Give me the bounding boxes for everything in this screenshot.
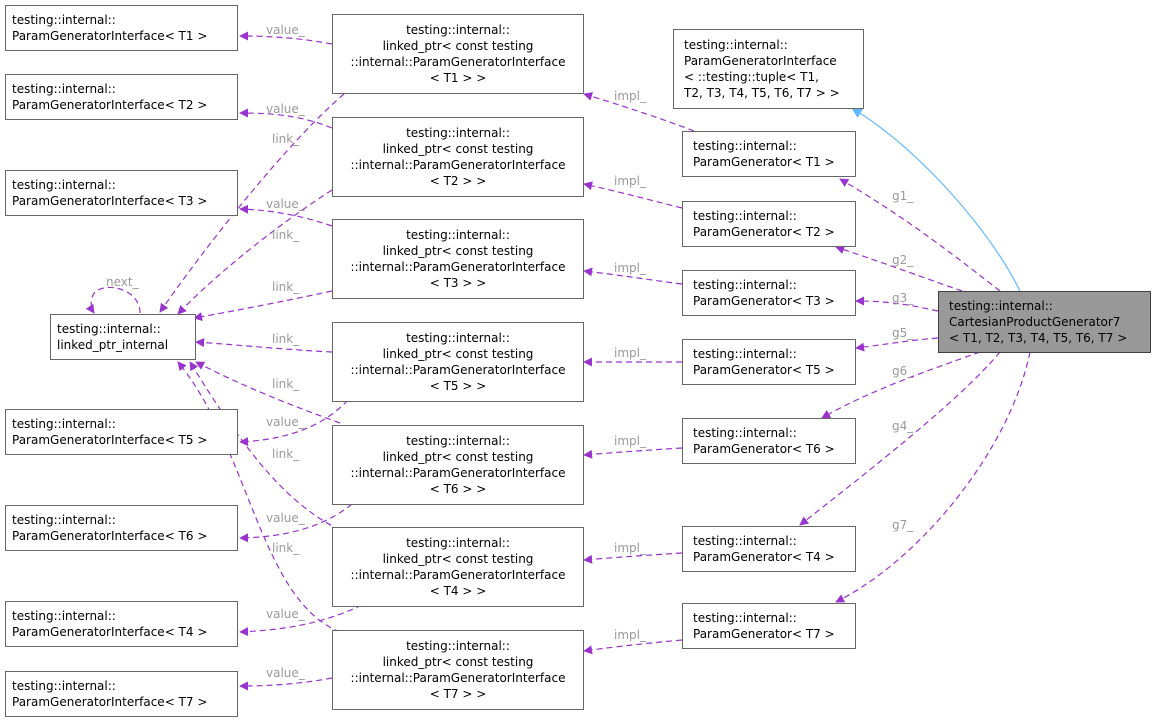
edge-label-g2: g2_ xyxy=(892,253,914,267)
node-param-generator-t3[interactable]: testing::internal::ParamGenerator< T3 > xyxy=(682,270,856,316)
edge-g7 xyxy=(835,351,1031,603)
edge-label-value-t5: value_ xyxy=(266,415,305,429)
edge-impl-t6 xyxy=(583,447,683,459)
edge-link-5 xyxy=(195,338,333,353)
node-param-generator-t4[interactable]: testing::internal::ParamGenerator< T4 > xyxy=(682,526,856,572)
edge-impl-t2 xyxy=(583,181,683,209)
node-linked-ptr-t2[interactable]: testing::internal::linked_ptr< const tes… xyxy=(332,117,584,197)
edge-label-value-t3: value_ xyxy=(266,197,305,211)
edge-g6 xyxy=(821,351,981,419)
edge-value-t1 xyxy=(239,31,333,45)
node-param-generator-t5[interactable]: testing::internal::ParamGenerator< T5 > xyxy=(682,339,856,385)
edge-label-g3: g3_ xyxy=(892,291,914,305)
edge-label-impl-t1: impl_ xyxy=(614,89,646,103)
edge-link-4 xyxy=(189,361,341,531)
node-param-generator-t2[interactable]: testing::internal::ParamGenerator< T2 > xyxy=(682,201,856,247)
edge-label-link-4: link_ xyxy=(272,447,300,461)
edge-g5 xyxy=(855,337,939,352)
edge-label-g6: g6_ xyxy=(892,364,914,378)
edge-value-t2 xyxy=(239,108,333,129)
edge-value-t6 xyxy=(239,503,353,543)
node-param-generator-t1[interactable]: testing::internal::ParamGenerator< T1 > xyxy=(682,131,856,177)
edge-label-value-t7: value_ xyxy=(266,666,305,680)
edge-label-g7: g7_ xyxy=(892,518,914,532)
edge-label-g5: g5_ xyxy=(892,326,914,340)
edge-g3 xyxy=(855,296,939,312)
node-param-generator-interface-t7[interactable]: testing::internal::ParamGeneratorInterfa… xyxy=(5,671,238,717)
edge-g1 xyxy=(839,178,1001,292)
edge-value-t3 xyxy=(239,204,333,227)
edge-label-impl-t6: impl_ xyxy=(614,434,646,448)
node-param-generator-interface-t5[interactable]: testing::internal::ParamGeneratorInterfa… xyxy=(5,409,238,455)
node-linked-ptr-t4[interactable]: testing::internal::linked_ptr< const tes… xyxy=(332,527,584,607)
edge-link-1 xyxy=(159,93,345,313)
node-param-generator-t6[interactable]: testing::internal::ParamGenerator< T6 > xyxy=(682,418,856,464)
edge-label-link-6: link_ xyxy=(272,377,300,391)
edge-label-impl-t2: impl_ xyxy=(614,174,646,188)
edge-label-impl-t3: impl_ xyxy=(614,261,646,275)
edge-label-g4: g4_ xyxy=(892,419,914,433)
edge-label-link-1: link_ xyxy=(272,132,300,146)
node-linked-ptr-internal[interactable]: testing::internal::linked_ptr_internal xyxy=(50,314,196,360)
edge-label-link-5: link_ xyxy=(272,332,300,346)
edge-label-value-t1: value_ xyxy=(266,23,305,37)
node-linked-ptr-t3[interactable]: testing::internal::linked_ptr< const tes… xyxy=(332,219,584,299)
node-linked-ptr-t7[interactable]: testing::internal::linked_ptr< const tes… xyxy=(332,630,584,710)
edge-label-link-3: link_ xyxy=(272,280,300,294)
node-param-generator-interface-t3[interactable]: testing::internal::ParamGeneratorInterfa… xyxy=(5,170,238,216)
edge-label-link-7: link_ xyxy=(272,541,300,555)
node-linked-ptr-t6[interactable]: testing::internal::linked_ptr< const tes… xyxy=(332,425,584,505)
edge-link-3 xyxy=(193,290,333,322)
edge-label-value-t6: value_ xyxy=(266,511,305,525)
edge-impl-t1 xyxy=(583,92,695,132)
node-param-generator-interface-t6[interactable]: testing::internal::ParamGeneratorInterfa… xyxy=(5,505,238,551)
edge-label-g1: g1_ xyxy=(892,189,914,203)
node-param-generator-interface-t2[interactable]: testing::internal::ParamGeneratorInterfa… xyxy=(5,74,238,120)
edge-label-impl-t4: impl_ xyxy=(614,541,646,555)
node-linked-ptr-t1[interactable]: testing::internal::linked_ptr< const tes… xyxy=(332,14,584,94)
edge-value-t5 xyxy=(239,399,349,447)
node-param-generator-interface-t4[interactable]: testing::internal::ParamGeneratorInterfa… xyxy=(5,601,238,647)
node-param-generator-t7[interactable]: testing::internal::ParamGenerator< T7 > xyxy=(682,603,856,649)
node-param-generator-interface-tuple[interactable]: testing::internal::ParamGeneratorInterfa… xyxy=(673,29,864,109)
edge-label-value-t4: value_ xyxy=(266,607,305,621)
edge-label-impl-t7: impl_ xyxy=(614,628,646,642)
edge-label-value-t2: value_ xyxy=(266,102,305,116)
edge-next xyxy=(85,286,141,314)
edge-link-7 xyxy=(177,361,341,633)
edge-value-t7 xyxy=(239,677,333,691)
edge-label-next: next_ xyxy=(106,275,139,289)
edge-g4 xyxy=(799,351,1001,526)
edge-label-link-2: link_ xyxy=(272,228,300,242)
node-cartesian-product-generator7[interactable]: testing::internal::CartesianProductGener… xyxy=(938,291,1151,353)
edge-inherit-tuple xyxy=(851,107,1021,292)
edge-value-t4 xyxy=(239,604,363,637)
edge-g2 xyxy=(835,245,963,292)
node-linked-ptr-t5[interactable]: testing::internal::linked_ptr< const tes… xyxy=(332,322,584,402)
node-param-generator-interface-t1[interactable]: testing::internal::ParamGeneratorInterfa… xyxy=(5,5,238,51)
edge-label-impl-t5: impl_ xyxy=(614,346,646,360)
